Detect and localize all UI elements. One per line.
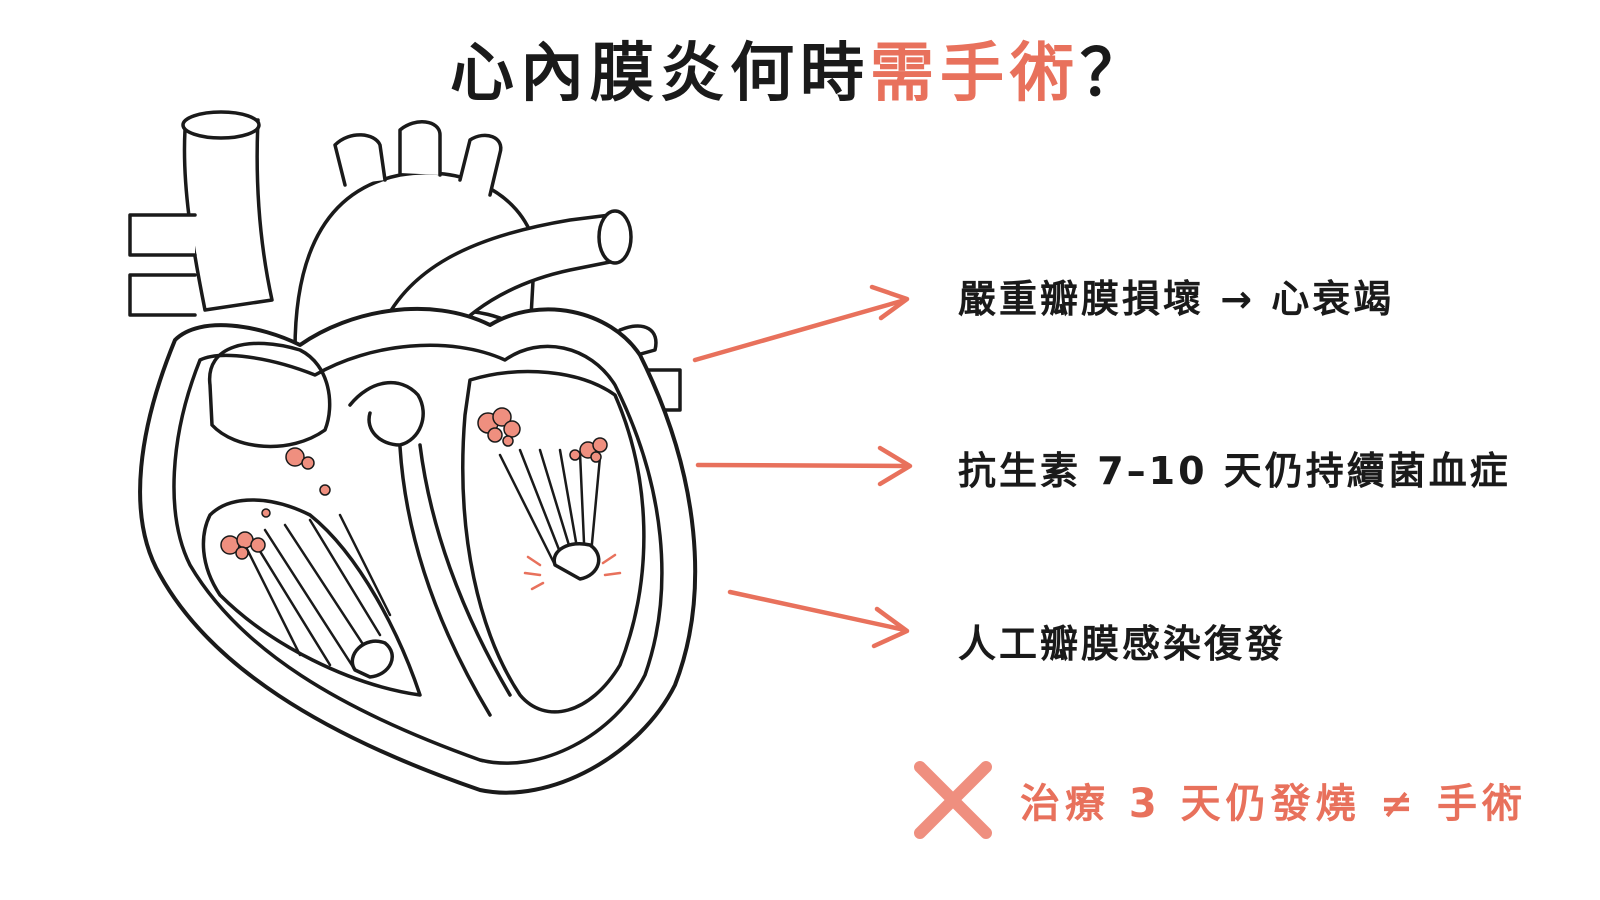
callout-severe-valve-damage: 嚴重瓣膜損壞 → 心衰竭 xyxy=(958,277,1395,321)
callout-persistent-bacteremia: 抗生素 7–10 天仍持續菌血症 xyxy=(958,449,1511,493)
right-ventricle xyxy=(461,369,646,714)
heart-inner-wall xyxy=(172,343,664,765)
septum-inner-line xyxy=(418,443,512,697)
arrow-to-callout-1 xyxy=(692,284,910,363)
callout-prosthetic-valve-reinfection: 人工瓣膜感染復發 xyxy=(958,622,1287,666)
chordae-left xyxy=(238,513,392,672)
arrow-to-callout-2 xyxy=(695,445,913,487)
page-title: 心內膜炎何時需手術？ xyxy=(0,22,1600,114)
chordae-rupture-marks xyxy=(523,553,622,591)
cross-icon xyxy=(914,761,992,839)
misconception-text: 治療 3 天仍發燒 ≠ 手術 xyxy=(1020,781,1528,827)
superior-vena-cava xyxy=(182,118,274,312)
aorta-branch-3 xyxy=(458,133,503,197)
arrow-to-callout-3 xyxy=(727,589,910,649)
vena-cava-opening xyxy=(181,110,261,140)
title-question-mark: ？ xyxy=(1080,37,1150,111)
pulmonary-vein-lower-left xyxy=(128,273,197,317)
aorta-branch-1 xyxy=(333,133,387,187)
left-ventricle xyxy=(201,498,422,697)
interventricular-septum xyxy=(398,445,492,717)
papillary-muscle-left xyxy=(350,639,394,679)
right-atrium xyxy=(208,341,332,449)
misconception-note: 治療 3 天仍發燒 ≠ 手術 xyxy=(908,755,1527,845)
papillary-muscle-right xyxy=(552,542,601,581)
pulmonary-vein-upper-left xyxy=(128,213,197,257)
valve-vegetations xyxy=(220,407,608,560)
heart-illustration xyxy=(128,110,698,795)
title-highlight: 需手術 xyxy=(870,37,1080,111)
pulmonary-trunk-opening xyxy=(597,209,633,265)
title-main: 心內膜炎何時 xyxy=(450,37,870,111)
aorta-branch-2 xyxy=(398,120,442,177)
outflow-tract xyxy=(348,380,425,447)
